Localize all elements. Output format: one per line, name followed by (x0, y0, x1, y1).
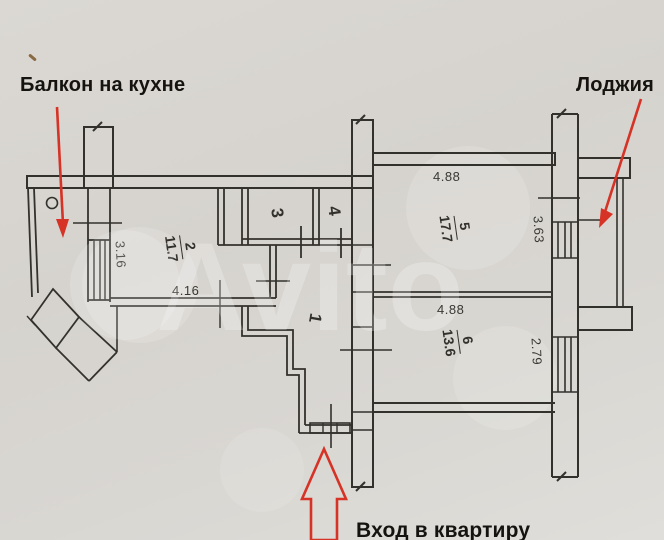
watermark-circle (220, 428, 304, 512)
dim-tick (556, 108, 567, 119)
balcony-walls (26, 187, 118, 382)
dim-loggia-wall: 3.63 (530, 215, 547, 244)
wall-top-room5 (372, 152, 556, 166)
room5-number: 5 (456, 221, 474, 232)
wall-central (351, 119, 374, 488)
wall-loggia-bottom (577, 306, 633, 331)
room5-label: 5 17.7 (436, 212, 474, 243)
dim-kitchen-width: 4.16 (172, 283, 200, 298)
dim-tick (556, 471, 567, 482)
walls (26, 108, 633, 492)
wall-loggia-top (577, 157, 631, 179)
watermark-text: Avito (156, 218, 464, 357)
dim-kitchen-height: 3.16 (112, 240, 129, 269)
watermark-circle (82, 227, 198, 343)
wall-below-room3 (256, 245, 290, 298)
room6-number: 6 (459, 335, 477, 346)
balcony-corner-diamond (29, 287, 81, 350)
dim-room5-width: 4.88 (433, 169, 461, 184)
watermark-circle (406, 146, 530, 270)
dim-tick (92, 121, 103, 132)
wall-kitchen-west (87, 188, 111, 302)
dim-tick (26, 315, 36, 326)
walls-rooms-3-4 (241, 188, 352, 258)
room2-number: 2 (182, 241, 200, 252)
balcony-label: Балкон на кухне (20, 74, 186, 96)
dim-room6-wall: 2.79 (528, 337, 545, 366)
room2-label: 2 11.7 (162, 232, 200, 263)
entrance-arrow (300, 445, 348, 540)
wall-top-left (26, 175, 374, 189)
dim-tick (355, 114, 366, 125)
annotation-arrows (55, 98, 643, 540)
entrance-threshold (309, 422, 351, 434)
entrance-label: Вход в квартиру (356, 519, 531, 540)
wall-kitchen-right (217, 188, 242, 246)
loggia-arrow (602, 98, 643, 216)
balcony-circle-symbol (45, 196, 59, 210)
loggia-label: Лоджия (576, 74, 655, 96)
dim-room6-width: 4.88 (437, 302, 465, 317)
wall-left-column (83, 126, 114, 189)
balcony-arrow (55, 106, 65, 225)
room6-label: 6 13.6 (439, 326, 477, 357)
dim-tick (355, 481, 366, 492)
